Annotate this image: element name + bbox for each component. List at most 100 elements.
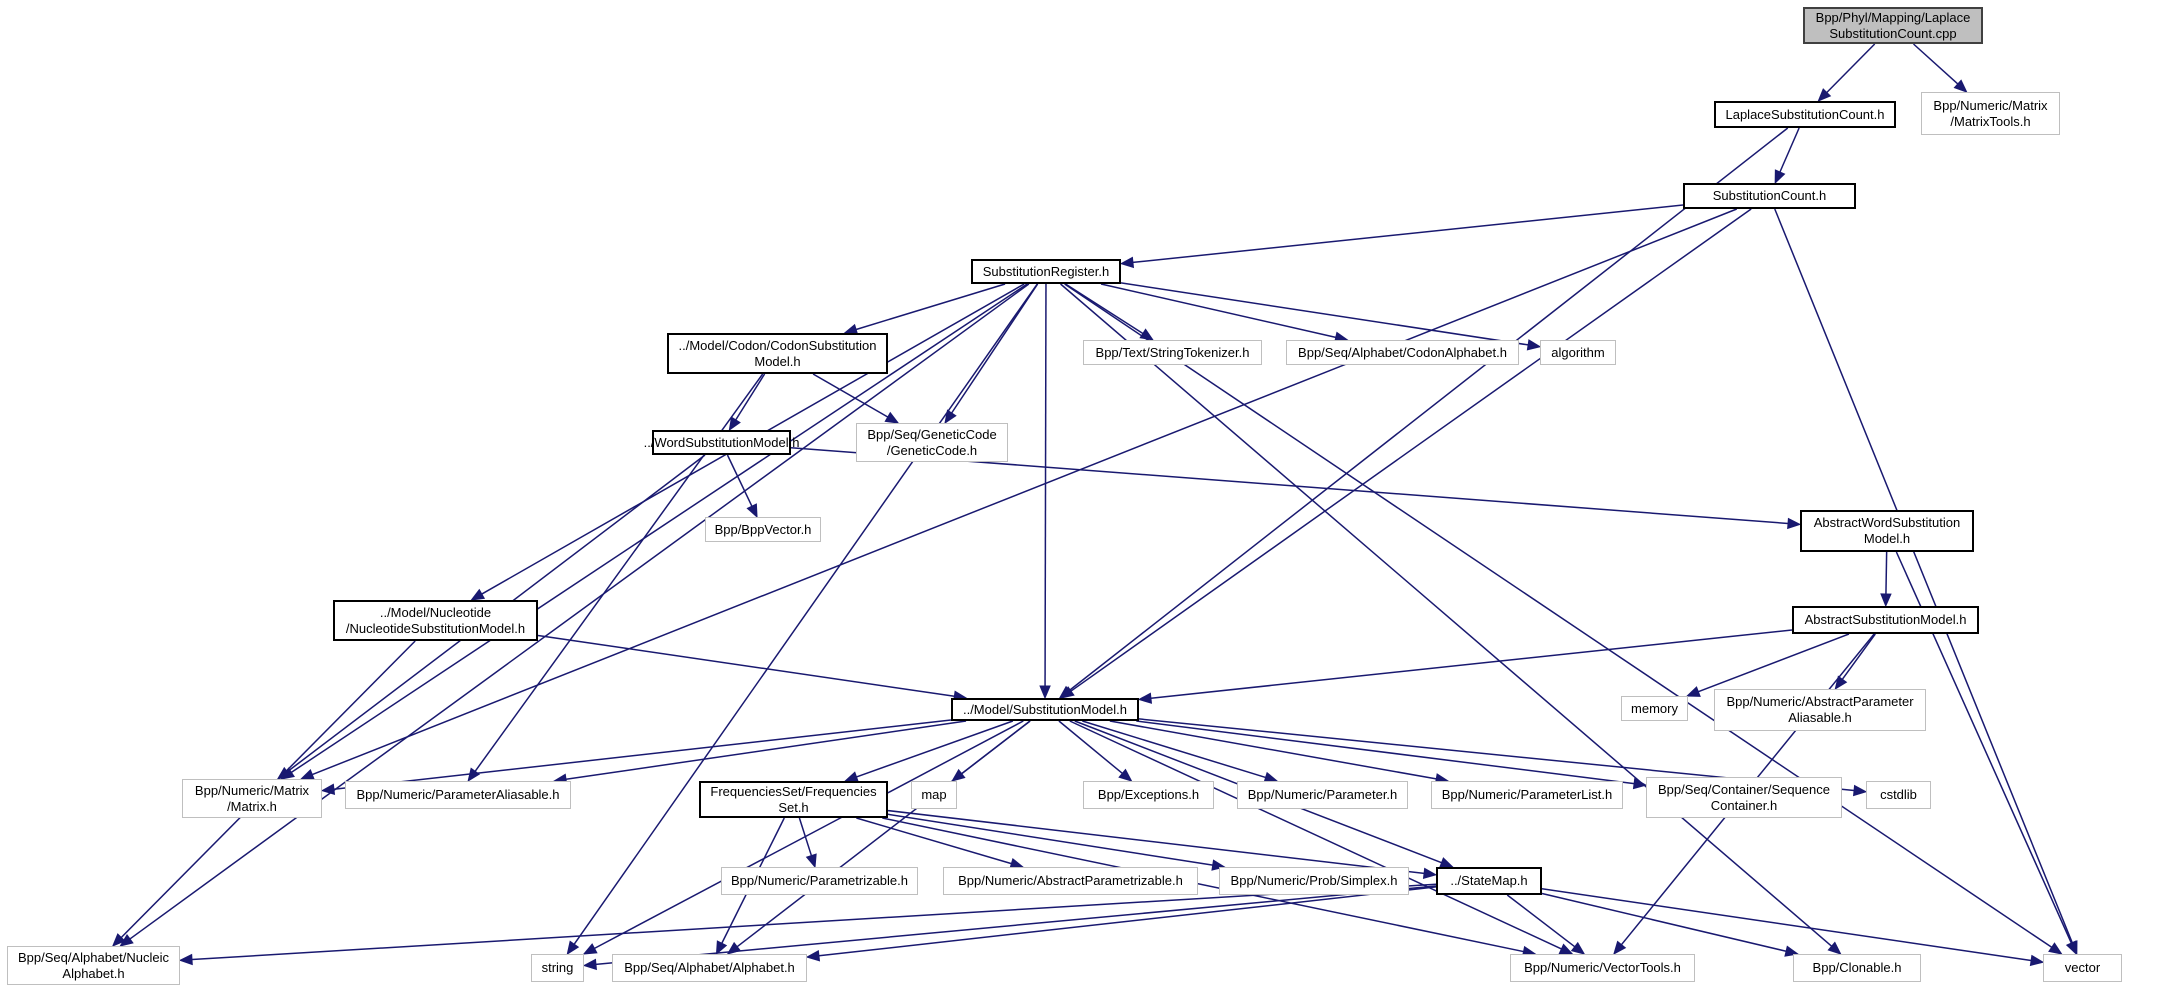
arrowhead-icon: [1685, 686, 1701, 697]
edge-subreg-to-submodel: [1044, 283, 1047, 687]
node-paramlist: Bpp/Numeric/ParameterList.h: [1431, 781, 1623, 809]
arrowhead-icon: [1039, 685, 1051, 700]
arrowhead-icon: [299, 769, 315, 780]
node-vector: vector: [2043, 954, 2122, 982]
arrowhead-icon: [1817, 88, 1832, 102]
edge-submodel-to-paramlist: [1109, 720, 1437, 780]
edge-freqset-to-absparametrizable: [856, 817, 1012, 865]
arrowhead-icon: [1118, 768, 1133, 782]
edge-subcount-to-vector: [1774, 208, 2074, 944]
edge-abssub-to-absparamalias: [1841, 633, 1876, 680]
arrowhead-icon: [728, 416, 741, 432]
arrowhead-icon: [320, 783, 336, 795]
node-abswordsub[interactable]: AbstractWordSubstitution Model.h: [1800, 510, 1974, 552]
arrowhead-icon: [805, 950, 821, 962]
edge-subreg-to-codonsub: [855, 283, 1006, 331]
node-parameter: Bpp/Numeric/Parameter.h: [1237, 781, 1408, 809]
edge-submodel-to-matrix: [333, 719, 952, 791]
arrowhead-icon: [884, 411, 900, 424]
edge-wordsub-to-bppvector: [726, 454, 753, 507]
edge-subreg-to-nucalpha: [129, 283, 1030, 940]
edge-abssub-to-memory: [1698, 633, 1850, 693]
arrowhead-icon: [1613, 940, 1627, 956]
node-matrix: Bpp/Numeric/Matrix /Matrix.h: [182, 779, 322, 818]
node-laplace_h[interactable]: LaplaceSubstitutionCount.h: [1714, 101, 1896, 128]
node-exceptions: Bpp/Exceptions.h: [1083, 781, 1214, 809]
node-clonable: Bpp/Clonable.h: [1793, 954, 1921, 982]
arrowhead-icon: [1558, 943, 1574, 955]
edge-subreg-to-algorithm: [1120, 282, 1529, 346]
node-memory: memory: [1621, 696, 1688, 721]
node-codonsub[interactable]: ../Model/Codon/CodonSubstitution Model.h: [667, 333, 888, 374]
node-parametrizable: Bpp/Numeric/Parametrizable.h: [721, 867, 918, 895]
node-cstdlib: cstdlib: [1866, 781, 1931, 809]
arrowhead-icon: [1852, 784, 1868, 797]
edge-submodel-to-seqcontainer: [1136, 720, 1635, 785]
arrowhead-icon: [1880, 593, 1892, 608]
edge-submodel-to-paramalias: [565, 720, 967, 781]
node-strtok: Bpp/Text/StringTokenizer.h: [1083, 340, 1262, 365]
arrowhead-icon: [1784, 945, 1800, 957]
edge-statemap-to-nucalpha: [191, 883, 1437, 961]
arrowhead-icon: [1119, 256, 1135, 269]
node-nucalpha: Bpp/Seq/Alphabet/Nucleic Alphabet.h: [7, 946, 180, 985]
node-freqset[interactable]: FrequenciesSet/Frequencies Set.h: [699, 781, 888, 818]
node-abssub[interactable]: AbstractSubstitutionModel.h: [1792, 606, 1979, 634]
edge-subreg-to-vector: [1064, 283, 2053, 948]
arrowhead-icon: [1570, 941, 1586, 955]
edge-subreg-to-strtok: [1065, 283, 1144, 335]
node-nucsub[interactable]: ../Model/Nucleotide /NucleotideSubstitut…: [333, 600, 538, 641]
node-codonalpha: Bpp/Seq/Alphabet/CodonAlphabet.h: [1286, 340, 1519, 365]
edge-statemap-to-clonable: [1541, 892, 1787, 952]
edge-submodel-to-exceptions: [1058, 720, 1123, 774]
edge-statemap-to-vectortools: [1506, 894, 1576, 948]
edge-abswordsub-to-abssub: [1885, 551, 1888, 595]
node-subcount[interactable]: SubstitutionCount.h: [1683, 183, 1856, 209]
node-wordsub[interactable]: ../WordSubstitutionModel.h: [644, 430, 799, 455]
arrowhead-icon: [1787, 517, 1802, 530]
edge-statemap-to-alphabet: [818, 886, 1437, 957]
arrowhead-icon: [1422, 867, 1438, 880]
arrowhead-icon: [1632, 777, 1648, 790]
edge-subreg-to-clonable: [1060, 283, 1833, 947]
arrowhead-icon: [944, 409, 957, 425]
edge-subreg-to-geneticcode: [951, 283, 1039, 414]
arrowhead-icon: [111, 933, 126, 947]
edge-abssub-to-submodel: [1150, 629, 1793, 699]
arrowhead-icon: [566, 940, 580, 956]
edge-submodel-to-freqset: [856, 720, 1014, 778]
arrowhead-icon: [1953, 79, 1968, 93]
edge-submodel-to-vectortools: [1069, 720, 1562, 950]
arrowhead-icon: [1827, 941, 1842, 955]
node-root[interactable]: Bpp/Phyl/Mapping/Laplace SubstitutionCou…: [1803, 7, 1983, 44]
edge-subcount-to-matrix: [311, 208, 1738, 776]
node-subreg[interactable]: SubstitutionRegister.h: [971, 259, 1121, 284]
node-absparamalias: Bpp/Numeric/AbstractParameter Aliasable.…: [1714, 689, 1926, 731]
node-submodel[interactable]: ../Model/SubstitutionModel.h: [951, 698, 1139, 721]
edge-subreg-to-string: [573, 283, 1038, 945]
edge-codonsub-to-wordsub: [735, 373, 766, 421]
edge-root-to-matrixtools: [1912, 43, 1959, 85]
edge-nucsub-to-submodel: [537, 634, 955, 698]
edge-subcount-to-subreg: [1132, 204, 1684, 264]
node-bppvector: Bpp/BppVector.h: [705, 517, 821, 542]
edge-statemap-to-vector: [1541, 888, 2032, 962]
node-absparametrizable: Bpp/Numeric/AbstractParametrizable.h: [943, 867, 1198, 895]
edge-submodel-to-alphabet: [736, 720, 1031, 948]
arrowhead-icon: [2048, 942, 2063, 955]
arrowhead-icon: [2065, 940, 2077, 956]
arrowhead-icon: [1060, 686, 1075, 699]
edge-subreg-to-codonalpha: [1100, 283, 1336, 339]
arrowhead-icon: [470, 588, 486, 601]
arrowhead-icon: [582, 943, 598, 955]
edge-freqset-to-simplex: [887, 813, 1213, 866]
node-statemap[interactable]: ../StateMap.h: [1436, 867, 1542, 895]
edge-codonsub-to-geneticcode: [812, 373, 889, 418]
edge-submodel-to-parameter: [1082, 720, 1266, 779]
arrowhead-icon: [746, 503, 758, 519]
arrowhead-icon: [1834, 675, 1848, 691]
node-alphabet: Bpp/Seq/Alphabet/Alphabet.h: [612, 954, 807, 982]
node-geneticcode: Bpp/Seq/GeneticCode /GeneticCode.h: [856, 423, 1008, 462]
arrowhead-icon: [715, 940, 728, 956]
